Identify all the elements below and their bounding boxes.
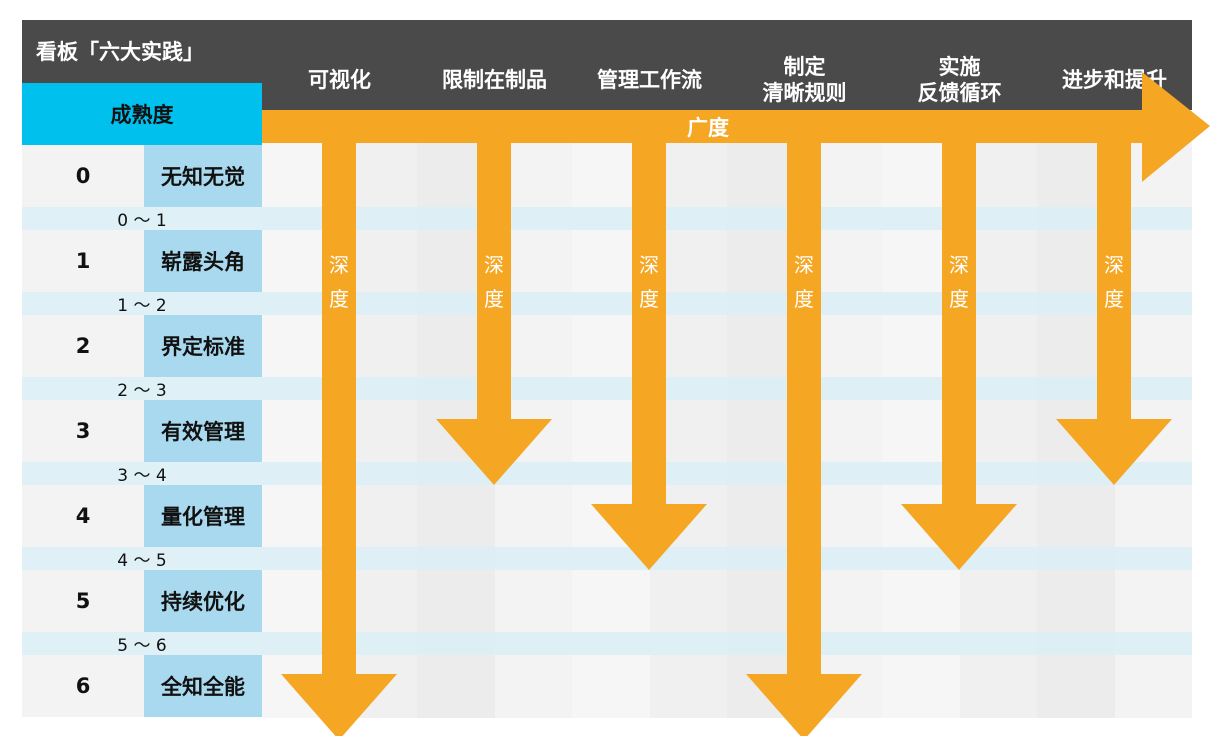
practice-header-line: 管理工作流 (597, 68, 702, 92)
depth-arrow (436, 143, 552, 485)
level-row-bg (22, 400, 144, 462)
depth-label: 深度 (474, 248, 514, 316)
level-number: 0 (75, 164, 91, 188)
level-row-bg (22, 485, 144, 547)
transition-label: 5 ～ 6 (117, 636, 167, 656)
depth-arrow (281, 143, 397, 736)
practice-header: 实施反馈循环 (882, 38, 1037, 122)
depth-label: 深度 (939, 248, 979, 316)
depth-label-char: 深 (329, 253, 349, 277)
practice-header: 制定清晰规则 (727, 38, 882, 122)
level-number: 6 (75, 674, 91, 698)
level-name: 有效管理 (144, 400, 262, 462)
transition-row-bg (22, 547, 1192, 570)
breadth-label: 广度 (687, 116, 729, 140)
maturity-header: 成熟度 (22, 83, 262, 145)
depth-arrow (901, 143, 1017, 570)
depth-label-char: 度 (484, 287, 504, 311)
depth-label-char: 度 (794, 287, 814, 311)
level-number: 2 (75, 334, 91, 358)
level-name: 无知无觉 (144, 145, 262, 207)
depth-label-char: 深 (949, 253, 969, 277)
transition-row-bg (22, 632, 1192, 655)
level-row-bg (22, 655, 144, 717)
practice-header-line: 实施 (938, 55, 981, 79)
depth-label-char: 深 (639, 253, 659, 277)
level-row-bg (22, 570, 144, 632)
level-number: 1 (75, 249, 91, 273)
practice-header: 限制在制品 (417, 38, 572, 122)
level-number: 5 (75, 589, 91, 613)
depth-label-char: 度 (1104, 287, 1124, 311)
transition-row-bg (22, 292, 1192, 315)
board-title: 看板「六大实践」 (36, 40, 204, 64)
depth-label-char: 深 (1104, 253, 1124, 277)
level-row-bg (22, 315, 144, 377)
practice-header-line: 清晰规则 (762, 81, 847, 105)
practice-header-line: 反馈循环 (917, 81, 1002, 105)
depth-arrow (591, 143, 707, 570)
depth-label: 深度 (319, 248, 359, 316)
practice-header-line: 制定 (783, 55, 826, 79)
depth-label: 深度 (1094, 248, 1134, 316)
transition-label: 1 ～ 2 (117, 296, 167, 316)
transition-label: 2 ～ 3 (117, 381, 167, 401)
level-row-bg (22, 230, 144, 292)
level-name: 崭露头角 (144, 230, 262, 292)
level-name: 持续优化 (144, 570, 262, 632)
level-row-bg (22, 145, 144, 207)
transition-row-bg (22, 377, 1192, 400)
depth-label-char: 度 (639, 287, 659, 311)
practice-header: 可视化 (262, 38, 417, 122)
transition-row-bg (22, 462, 1192, 485)
level-name: 全知全能 (144, 655, 262, 717)
transition-row-bg (22, 207, 1192, 230)
level-name: 量化管理 (144, 485, 262, 547)
depth-label-char: 度 (329, 287, 349, 311)
transition-label: 3 ～ 4 (117, 466, 167, 486)
transition-label: 0 ～ 1 (117, 211, 167, 231)
depth-label-char: 度 (949, 287, 969, 311)
depth-label-char: 深 (794, 253, 814, 277)
depth-label: 深度 (629, 248, 669, 316)
practice-header-line: 限制在制品 (442, 68, 547, 92)
depth-arrow (1056, 143, 1172, 485)
breadth-arrow (262, 72, 1210, 182)
practice-header: 管理工作流 (572, 38, 727, 122)
level-number: 3 (75, 419, 91, 443)
depth-label: 深度 (784, 248, 824, 316)
level-number: 4 (75, 504, 91, 528)
level-name: 界定标准 (144, 315, 262, 377)
depth-label-char: 深 (484, 253, 504, 277)
practice-header-line: 可视化 (308, 68, 371, 92)
transition-label: 4 ～ 5 (117, 551, 167, 571)
depth-arrow (746, 143, 862, 736)
